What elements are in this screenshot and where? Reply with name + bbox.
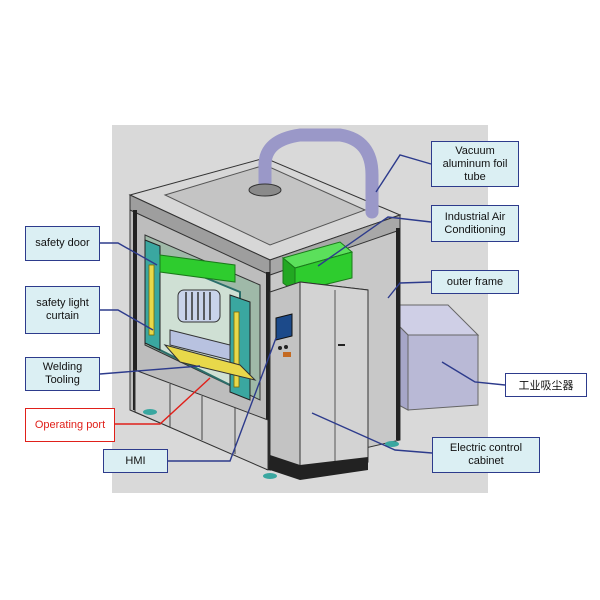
callout-welding-tooling: Welding Tooling [25,357,100,391]
leader-lines [99,154,506,462]
vacuum-tube-pipe [258,128,379,219]
air-conditioning-label: Industrial Air Conditioning [444,210,506,236]
safety-door-label: safety door [35,237,90,249]
dust-collector-label: 工业吸尘器 [518,378,574,392]
control-cabinet-label: Electric control cabinet [449,442,523,467]
callout-vacuum-tube: Vacuum aluminum foil tube [431,141,519,187]
interior-workspace [144,234,261,401]
vacuum-tube-label: Vacuum aluminum foil tube [442,144,508,183]
callout-air-conditioning: Industrial Air Conditioning [431,205,519,242]
callout-light-curtain: safety light curtain [25,286,100,334]
callout-operating-port: Operating port [25,408,115,442]
outer-frame-label: outer frame [446,275,504,288]
operating-port-leader [115,377,211,425]
hmi-label: HMI [125,454,146,467]
air-conditioning-unit [281,241,354,293]
light-curtain-label: safety light curtain [36,297,89,322]
callout-safety-door: safety door [25,226,100,261]
callout-hmi: HMI [103,449,168,473]
welding-tooling-label: Welding Tooling [42,361,83,386]
tube-flange [248,183,282,197]
callout-control-cabinet: Electric control cabinet [432,437,540,473]
callout-outer-frame: outer frame [431,270,519,294]
callout-dust-collector: 工业吸尘器 [505,373,587,397]
control-cabinet-body [269,281,369,480]
operating-port-label: Operating port [34,418,106,431]
